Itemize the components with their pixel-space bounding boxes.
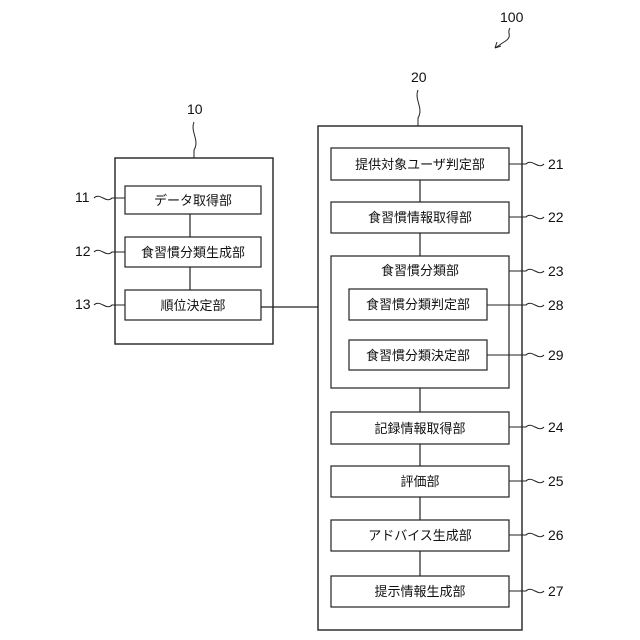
ref-label-20: 20 bbox=[411, 69, 427, 85]
unit-label-21: 提供対象ユーザ判定部 bbox=[355, 157, 485, 173]
ref-label-11: 11 bbox=[75, 189, 90, 205]
group-label-23: 食習慣分類部 bbox=[381, 263, 459, 279]
ref-label-22: 22 bbox=[548, 209, 564, 225]
ref-label-21: 21 bbox=[548, 156, 564, 172]
unit-label-26: アドバイス生成部 bbox=[368, 529, 472, 544]
unit-label-27: 提示情報生成部 bbox=[374, 584, 465, 600]
leader-10 bbox=[193, 122, 196, 158]
leader-100 bbox=[495, 28, 510, 48]
ref-label-29: 29 bbox=[548, 347, 564, 363]
ref-label-26: 26 bbox=[548, 527, 564, 543]
ref-label-25: 25 bbox=[548, 473, 564, 489]
unit-label-22: 食習慣情報取得部 bbox=[368, 210, 472, 226]
ref-label-27: 27 bbox=[548, 583, 564, 599]
ref-label-28: 28 bbox=[548, 297, 564, 313]
unit-label-13: 順位決定部 bbox=[160, 299, 225, 314]
ref-label-12: 12 bbox=[75, 243, 91, 259]
ref-label-13: 13 bbox=[75, 296, 91, 312]
ref-label-100: 100 bbox=[500, 9, 524, 25]
leader-20 bbox=[417, 90, 420, 126]
unit-label-11: データ取得部 bbox=[154, 193, 232, 209]
unit-label-12: 食習慣分類生成部 bbox=[141, 245, 245, 261]
unit-label-28: 食習慣分類判定部 bbox=[366, 297, 470, 313]
unit-label-29: 食習慣分類決定部 bbox=[366, 348, 470, 364]
ref-label-10: 10 bbox=[187, 101, 203, 117]
ref-label-24: 24 bbox=[548, 419, 564, 435]
unit-label-24: 記録情報取得部 bbox=[374, 421, 465, 437]
ref-label-23: 23 bbox=[548, 263, 564, 279]
unit-label-25: 評価部 bbox=[400, 475, 439, 490]
